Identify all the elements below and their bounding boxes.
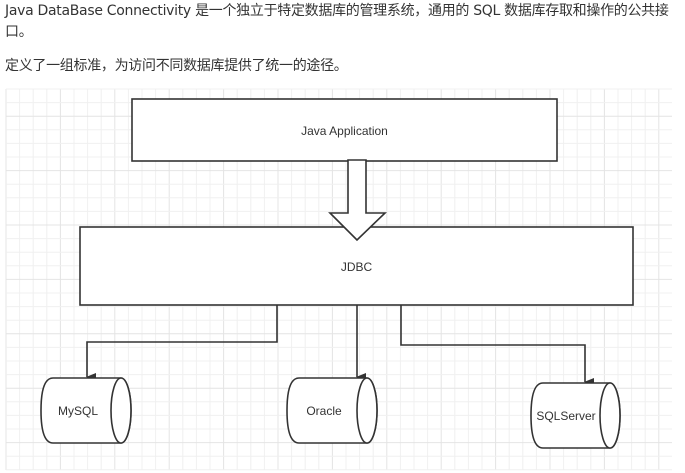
oracle-database-node: Oracle [286,377,378,444]
definition-paragraph: 定义了一组标准，为访问不同数据库提供了统一的途径。 [5,58,348,74]
connector-jdbc-to-mysql [86,305,278,381]
block-arrow-app-to-jdbc [328,159,387,242]
connector-jdbc-to-sqlserver [400,305,594,386]
oracle-label: Oracle [306,404,342,418]
java-application-label: Java Application [301,124,388,138]
sqlserver-database-node: SQLServer [530,382,621,449]
java-application-node: Java Application [131,98,558,162]
jdbc-label: JDBC [341,260,373,274]
mysql-database-node: MySQL [40,377,132,444]
mysql-label: MySQL [58,404,98,418]
intro-paragraph: Java DataBase Connectivity 是一个独立于特定数据库的管… [5,3,669,40]
sqlserver-label: SQLServer [536,409,595,423]
